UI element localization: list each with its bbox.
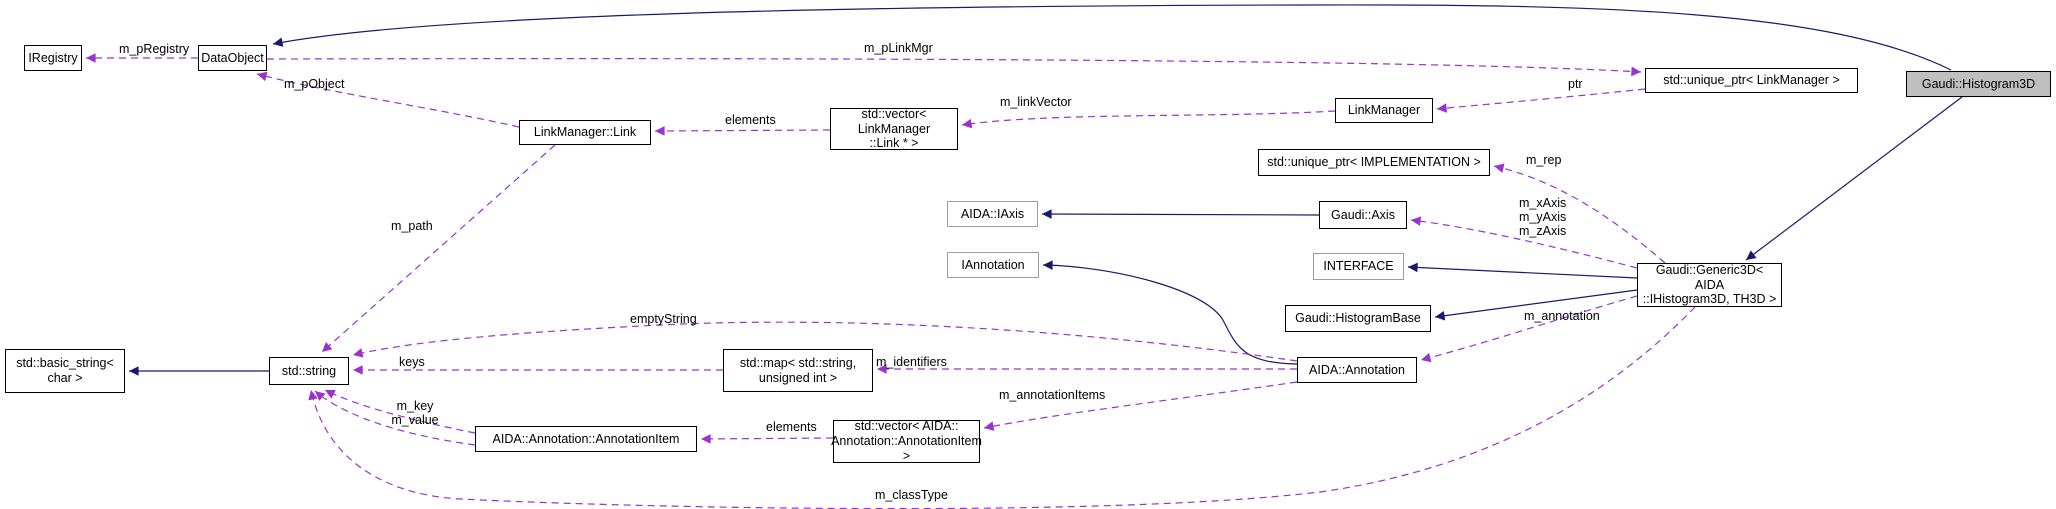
edge-hist3d-generic3d <box>1745 96 1963 261</box>
edge-axes <box>1410 216 1638 269</box>
node-gaudi-axis[interactable]: Gaudi::Axis <box>1319 201 1407 229</box>
edge-label-elements-links: elements <box>725 113 776 127</box>
edge-label-m-annotationitems: m_annotationItems <box>999 388 1106 402</box>
edge-generic3d-interface <box>1407 262 1638 279</box>
node-std-map[interactable]: std::map< std::string, unsigned int > <box>723 349 873 392</box>
edge-label-m-rep: m_rep <box>1526 153 1562 167</box>
node-vector-linkmanager-link[interactable]: std::vector< LinkManager ::Link * > <box>830 107 958 150</box>
edge-generic3d-histbase <box>1434 289 1638 321</box>
node-iannotation[interactable]: IAnnotation <box>947 252 1039 278</box>
edge-label-m-identifiers: m_identifiers <box>876 355 947 369</box>
edge-label-emptystring: emptyString <box>630 312 697 326</box>
node-gaudi-histogram3d[interactable]: Gaudi::Histogram3D <box>1906 71 2051 97</box>
edge-m-rep <box>1493 163 1666 264</box>
edge-m-classtype <box>308 306 1696 509</box>
edge-hist3d-dataobject <box>272 4 1952 71</box>
edge-label-m-pobject: m_pObject <box>284 77 345 91</box>
edge-label-m-annotation: m_annotation <box>1524 309 1600 323</box>
edge-label-m-plinkmgr: m_pLinkMgr <box>864 41 933 55</box>
edge-label-m-linkvector: m_linkVector <box>1000 95 1072 109</box>
edge-label-m-path: m_path <box>391 219 433 233</box>
edge-axis-iaxis <box>1041 209 1320 219</box>
edge-ptr <box>1436 88 1646 113</box>
node-interface[interactable]: INTERFACE <box>1313 253 1404 280</box>
edge-annotation-iannotation <box>1042 260 1298 365</box>
node-std-string[interactable]: std::string <box>269 357 349 385</box>
node-aida-iaxis[interactable]: AIDA::IAxis <box>947 201 1038 227</box>
node-dataobject[interactable]: DataObject <box>198 45 267 71</box>
edge-m-value <box>314 390 476 446</box>
edge-label-m-pregistry: m_pRegistry <box>119 42 190 56</box>
edge-label-elements-items: elements <box>766 420 817 434</box>
node-unique-ptr-linkmanager[interactable]: std::unique_ptr< LinkManager > <box>1645 68 1858 93</box>
edge-emptystring <box>352 321 1298 362</box>
edge-m-linkvector <box>961 110 1336 129</box>
node-gaudi-generic3d[interactable]: Gaudi::Generic3D< AIDA ::IHistogram3D, T… <box>1637 263 1782 307</box>
node-std-basic-string[interactable]: std::basic_string< char > <box>5 349 125 393</box>
edge-elements-items <box>700 434 834 444</box>
node-linkmanager-link[interactable]: LinkManager::Link <box>519 120 651 145</box>
edge-m-path <box>321 144 556 353</box>
edge-label-m-classtype: m_classType <box>875 488 948 502</box>
edge-elements-links <box>654 126 831 136</box>
edge-label-keys: keys <box>399 355 425 369</box>
node-linkmanager[interactable]: LinkManager <box>1335 98 1433 123</box>
node-vector-annotationitem[interactable]: std::vector< AIDA:: Annotation::Annotati… <box>831 419 982 463</box>
node-unique-ptr-implementation[interactable]: std::unique_ptr< IMPLEMENTATION > <box>1258 149 1490 176</box>
edge-label-axes: m_xAxis m_yAxis m_zAxis <box>1519 196 1567 238</box>
edge-m-plinkmgr <box>266 58 1642 77</box>
node-aida-annotation[interactable]: AIDA::Annotation <box>1297 357 1417 383</box>
edge-label-m-key-m-value: m_key m_value <box>391 399 439 427</box>
node-iregistry[interactable]: IRegistry <box>24 45 82 71</box>
node-annotationitem[interactable]: AIDA::Annotation::AnnotationItem <box>475 426 697 452</box>
edge-m-annotation <box>1420 295 1638 363</box>
node-gaudi-histogrambase[interactable]: Gaudi::HistogramBase <box>1285 305 1431 332</box>
edge-label-ptr: ptr <box>1568 77 1583 91</box>
